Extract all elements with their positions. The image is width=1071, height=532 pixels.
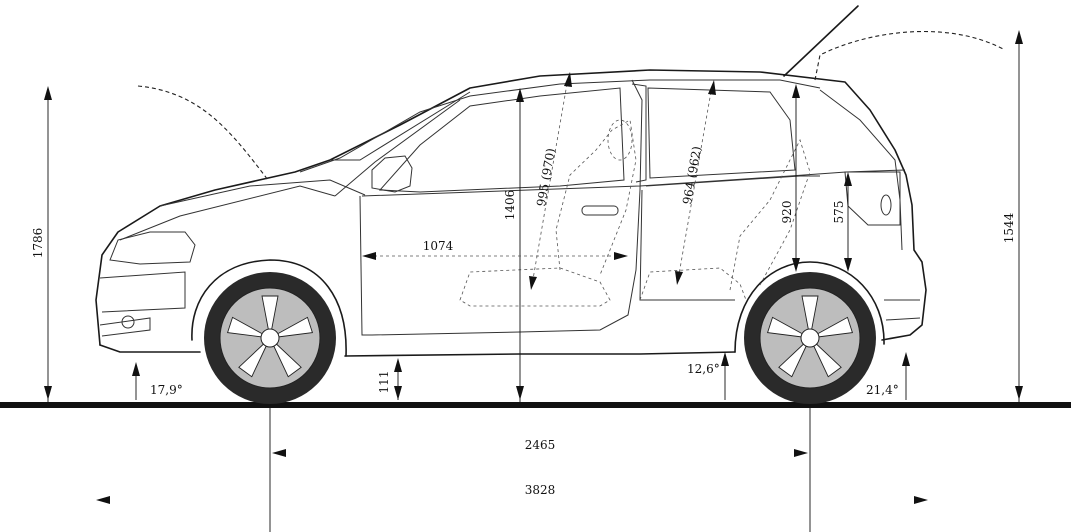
overall-height-label: 1786 [31, 228, 45, 259]
boot-height-label: 575 [832, 201, 846, 224]
seat-outlines [459, 119, 811, 307]
rear-headroom-label: 920 [780, 201, 794, 224]
front-height-curve [137, 85, 269, 181]
car-body [95, 5, 927, 357]
ground-line [0, 402, 1071, 408]
ground-clearance-label: 111 [377, 371, 391, 394]
rear-wheel [744, 272, 876, 404]
front-headroom-label: 1406 [503, 190, 517, 221]
dimension-lines [44, 30, 1023, 532]
wheelbase-label: 2465 [525, 438, 556, 452]
departure-angle-label: 21,4° [866, 383, 899, 397]
roof-height-rear-label: 1544 [1002, 212, 1016, 243]
front-legroom-label: 1074 [423, 239, 454, 253]
tailgate-opening-curve [814, 31, 1006, 81]
ramp-angle-label: 12,6° [687, 362, 720, 376]
approach-angle-label: 17,9° [150, 383, 183, 397]
overall-length-label: 3828 [525, 483, 556, 497]
front-wheel [204, 272, 336, 404]
front-seat-height-label: 995 (970) [534, 147, 558, 208]
